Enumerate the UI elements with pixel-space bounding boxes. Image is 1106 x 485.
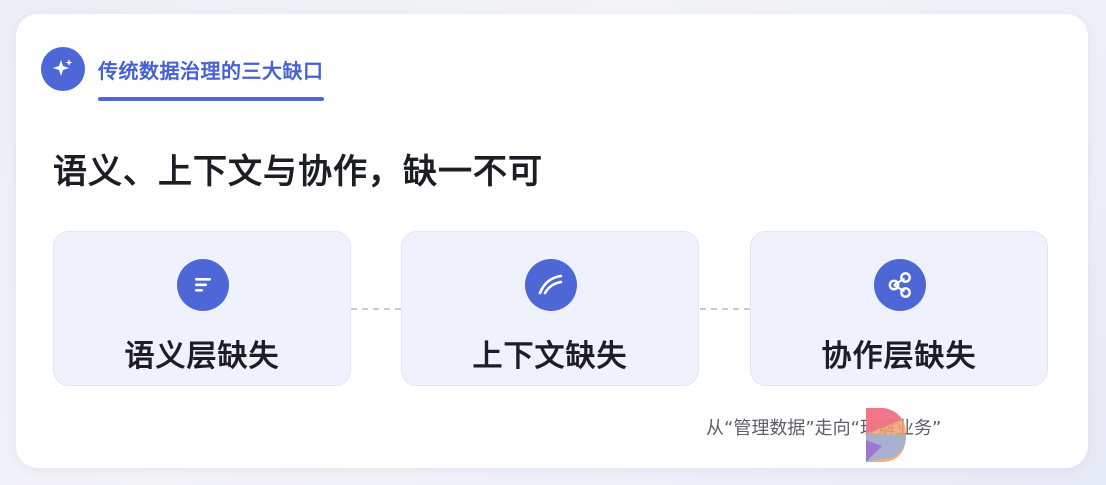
- text-lines-icon: [177, 259, 229, 311]
- share-nodes-icon: [874, 259, 926, 311]
- gap-card-collaboration: 协作层缺失: [750, 231, 1048, 386]
- gap-card-label: 语义层缺失: [124, 339, 280, 374]
- section-header: 传统数据治理的三大缺口: [41, 47, 324, 91]
- gap-card-context: 上下文缺失: [401, 231, 699, 386]
- section-title: 传统数据治理的三大缺口: [98, 58, 324, 83]
- headline: 语义、上下文与协作，缺一不可: [53, 152, 543, 192]
- gap-card-label: 协作层缺失: [821, 339, 977, 374]
- title-underline: [98, 97, 324, 101]
- gap-card-label: 上下文缺失: [472, 339, 628, 374]
- gap-card-semantic: 语义层缺失: [53, 231, 351, 386]
- arc-lines-icon: [525, 259, 577, 311]
- dashed-connector: [700, 308, 750, 310]
- watermark-logo: [848, 404, 910, 466]
- dashed-connector: [351, 308, 401, 310]
- main-card: 传统数据治理的三大缺口 语义、上下文与协作，缺一不可 语义层缺失 上下文缺失: [16, 14, 1088, 468]
- sparkle-icon: [41, 47, 85, 91]
